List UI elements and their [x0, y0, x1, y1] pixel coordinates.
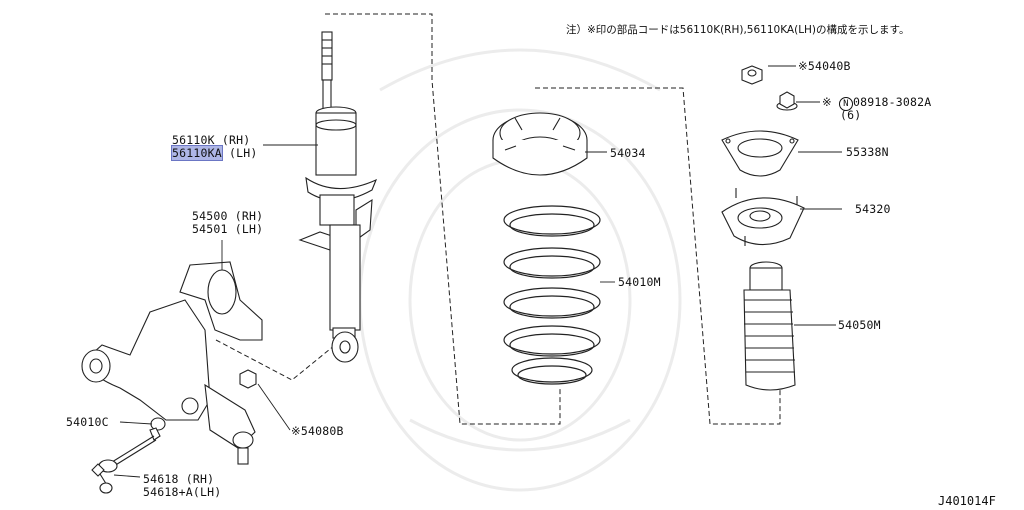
label-mount-nut[interactable]: ※54040B: [798, 59, 851, 73]
label-bushing[interactable]: 54010C: [66, 415, 109, 429]
highlighted-part-number[interactable]: 56110KA: [171, 145, 223, 161]
parts-note: 注）※印の部品コードは56110K(RH),56110KA(LH)の構成を示しま…: [566, 24, 910, 36]
bolt: [239, 369, 257, 389]
leader-lines: [113, 65, 842, 478]
strut-mount: [721, 188, 805, 246]
label-bolt[interactable]: ※54080B: [291, 424, 344, 438]
label-bumper-boot[interactable]: 54050M: [838, 318, 881, 332]
label-stab-link-lh[interactable]: 54618+A(LH): [143, 485, 222, 499]
flange-nut: [776, 91, 798, 111]
label-coil-spring[interactable]: 54010M: [618, 275, 661, 289]
label-knuckle-rh[interactable]: 54500 (RH): [192, 209, 264, 223]
label-flange-nut-qty: (6): [840, 108, 862, 122]
label-flange-nut-prefix: ※: [822, 95, 832, 109]
bumper-boot: [743, 261, 796, 391]
label-strut-rh[interactable]: 56110K (RH): [172, 133, 251, 147]
insulator: [721, 130, 799, 177]
spring-seat: [492, 112, 588, 176]
label-knuckle-lh[interactable]: 54501 (LH): [192, 222, 264, 236]
label-insulator[interactable]: 55338N: [846, 145, 889, 159]
mount-nut: [741, 65, 763, 85]
label-stab-link-rh[interactable]: 54618 (RH): [143, 472, 215, 486]
knuckle: [81, 261, 263, 465]
shock-absorber: [298, 31, 378, 363]
stabilizer-link: [91, 427, 161, 494]
label-spring-seat[interactable]: 54034: [610, 146, 646, 160]
drawing-code: J401014F: [938, 494, 996, 508]
label-mount[interactable]: 54320: [855, 202, 891, 216]
bushing-washer: [150, 417, 166, 431]
assembly-boundary: [215, 13, 781, 425]
label-strut-lh[interactable]: 56110KA (LH): [171, 145, 258, 161]
coil-spring: [503, 205, 601, 385]
label-flange-nut-number: 08918-3082A: [852, 95, 932, 109]
label-strut-lh-side: (LH): [229, 146, 258, 160]
circled-n-icon: N: [838, 97, 853, 111]
